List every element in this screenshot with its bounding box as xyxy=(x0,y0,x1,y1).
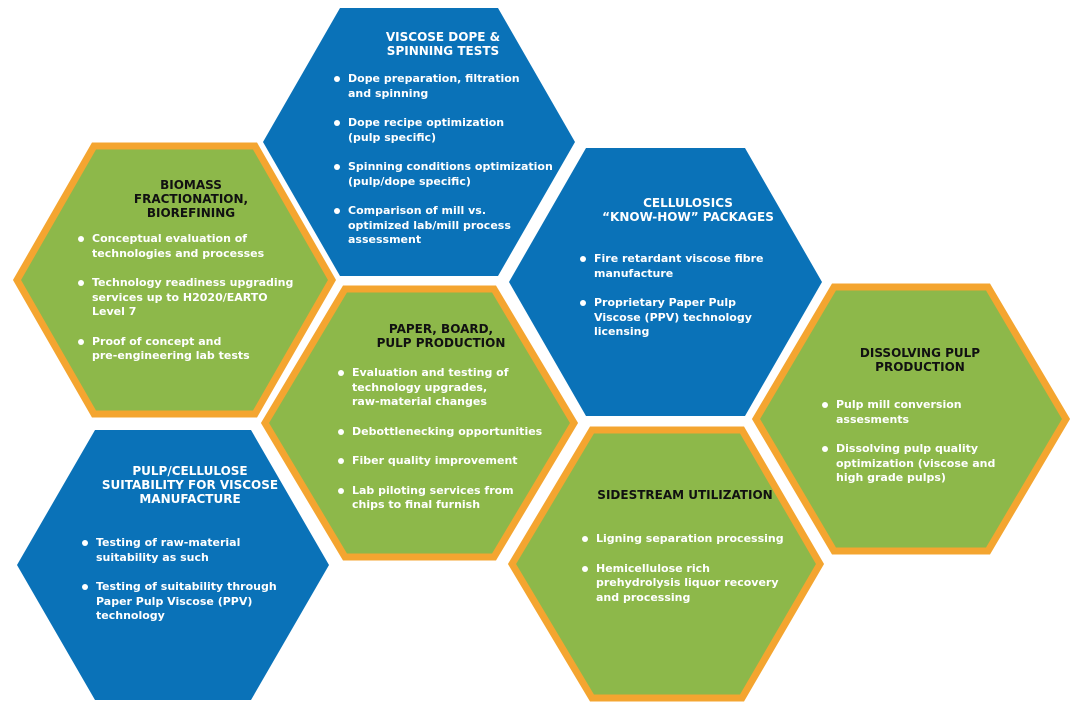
hex-cellulosics-title: CELLULOSICS “KNOW-HOW” PACKAGES xyxy=(602,196,774,224)
hex-viscose-bullets: Dope preparation, filtration and spinnin… xyxy=(332,72,554,248)
list-item: Ligning separation processing xyxy=(580,532,790,547)
hex-paper-bullets: Evaluation and testing of technology upg… xyxy=(336,366,546,513)
hex-viscose: VISCOSE DOPE & SPINNING TESTS Dope prepa… xyxy=(332,30,554,263)
list-item: Debottlenecking opportunities xyxy=(336,425,546,440)
hex-dissolving-bullets: Pulp mill conversion assesments Dissolvi… xyxy=(820,398,1020,486)
hex-sidestream: SIDESTREAM UTILIZATION Ligning separatio… xyxy=(580,488,790,620)
hex-pulp-cellulose-title: PULP/CELLULOSE SUITABILITY FOR VISCOSE M… xyxy=(101,464,279,506)
hex-biomass: BIOMASS FRACTIONATION, BIOREFINING Conce… xyxy=(76,178,306,379)
list-item: Spinning conditions optimization (pulp/d… xyxy=(332,160,554,189)
list-item: Fire retardant viscose fibre manufacture xyxy=(578,252,798,281)
list-item: Technology readiness upgrading services … xyxy=(76,276,306,320)
list-item: Dope preparation, filtration and spinnin… xyxy=(332,72,554,101)
list-item: Evaluation and testing of technology upg… xyxy=(336,366,546,410)
list-item: Fiber quality improvement xyxy=(336,454,546,469)
hex-viscose-shape xyxy=(263,8,575,276)
hex-dissolving-title: DISSOLVING PULP PRODUCTION xyxy=(859,346,981,374)
hex-sidestream-title: SIDESTREAM UTILIZATION xyxy=(597,488,773,502)
hex-sidestream-shape xyxy=(507,426,825,702)
hex-biomass-shape xyxy=(12,142,337,418)
hex-biomass-title: BIOMASS FRACTIONATION, BIOREFINING xyxy=(133,178,249,220)
list-item: Dope recipe optimization (pulp specific) xyxy=(332,116,554,145)
list-item: Hemicellulose rich prehydrolysis liquor … xyxy=(580,562,790,606)
hex-biomass-bullets: Conceptual evaluation of technologies an… xyxy=(76,232,306,364)
list-item: Testing of suitability through Paper Pul… xyxy=(80,580,300,624)
hex-viscose-title: VISCOSE DOPE & SPINNING TESTS xyxy=(385,30,501,58)
list-item: Comparison of mill vs. optimized lab/mil… xyxy=(332,204,554,248)
list-item: Testing of raw-material suitability as s… xyxy=(80,536,300,565)
hex-paper: PAPER, BOARD, PULP PRODUCTION Evaluation… xyxy=(336,322,546,528)
list-item: Pulp mill conversion assesments xyxy=(820,398,1020,427)
list-item: Lab piloting services from chips to fina… xyxy=(336,484,546,513)
hex-sidestream-bullets: Ligning separation processing Hemicellul… xyxy=(580,532,790,605)
hex-cellulosics: CELLULOSICS “KNOW-HOW” PACKAGES Fire ret… xyxy=(578,196,798,355)
hex-pulp-cellulose-shape xyxy=(17,430,329,700)
hex-pulp-cellulose: PULP/CELLULOSE SUITABILITY FOR VISCOSE M… xyxy=(80,464,300,639)
list-item: Proprietary Paper Pulp Viscose (PPV) tec… xyxy=(578,296,798,340)
list-item: Proof of concept and pre-engineering lab… xyxy=(76,335,306,364)
hex-pulp-cellulose-bullets: Testing of raw-material suitability as s… xyxy=(80,536,300,624)
hex-paper-title: PAPER, BOARD, PULP PRODUCTION xyxy=(376,322,506,350)
list-item: Conceptual evaluation of technologies an… xyxy=(76,232,306,261)
list-item: Dissolving pulp quality optimization (vi… xyxy=(820,442,1020,486)
hex-cellulosics-shape xyxy=(509,148,822,416)
hex-dissolving-shape xyxy=(751,283,1071,555)
hex-cellulosics-bullets: Fire retardant viscose fibre manufacture… xyxy=(578,252,798,340)
hex-dissolving: DISSOLVING PULP PRODUCTION Pulp mill con… xyxy=(820,346,1020,501)
